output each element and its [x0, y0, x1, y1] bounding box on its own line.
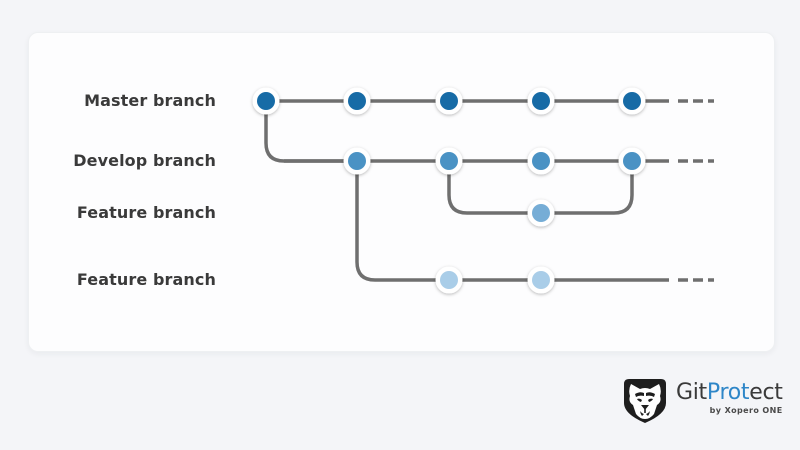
gitprotect-wordmark: GitProtect by Xopero ONE: [676, 377, 783, 416]
master-to-develop-curve: [264, 101, 359, 163]
commit-dot-develop: [623, 152, 641, 170]
feature-lower-commit-dots: [435, 266, 555, 294]
commit-dot-develop: [348, 152, 366, 170]
gitprotect-logo: GitProtect by Xopero ONE: [622, 377, 783, 425]
branch-label-feature-upper: Feature branch: [76, 203, 216, 222]
brand-ect: ect: [749, 380, 783, 405]
brand-git: Git: [676, 380, 707, 405]
git-flow-card: Master branch Develop branch Feature bra…: [28, 32, 775, 352]
brand-prot: Prot: [706, 380, 750, 405]
commit-dot-feature-light: [532, 271, 550, 289]
commit-dot-master: [623, 92, 641, 110]
commit-dot-feature: [532, 204, 550, 222]
commit-dot-feature-light: [440, 271, 458, 289]
commit-dot-develop: [440, 152, 458, 170]
feature-lower-branch-curve: [355, 161, 669, 282]
commit-dot-master: [257, 92, 275, 110]
lion-shield-icon: [624, 379, 666, 423]
feature-upper-commit-dots: [527, 199, 555, 227]
logo-tagline: by Xopero ONE: [709, 406, 783, 415]
master-commit-dots: [252, 87, 646, 115]
branch-label-feature-lower: Feature branch: [76, 270, 216, 289]
commit-dot-master: [440, 92, 458, 110]
develop-commit-dots: [343, 147, 646, 175]
branch-label-master: Master branch: [84, 91, 216, 110]
git-branch-graph: [252, 87, 714, 294]
branch-label-develop: Develop branch: [73, 151, 216, 170]
commit-dot-master: [348, 92, 366, 110]
commit-dot-master: [532, 92, 550, 110]
brand-text: GitProtect: [676, 381, 783, 405]
commit-dot-develop: [532, 152, 550, 170]
